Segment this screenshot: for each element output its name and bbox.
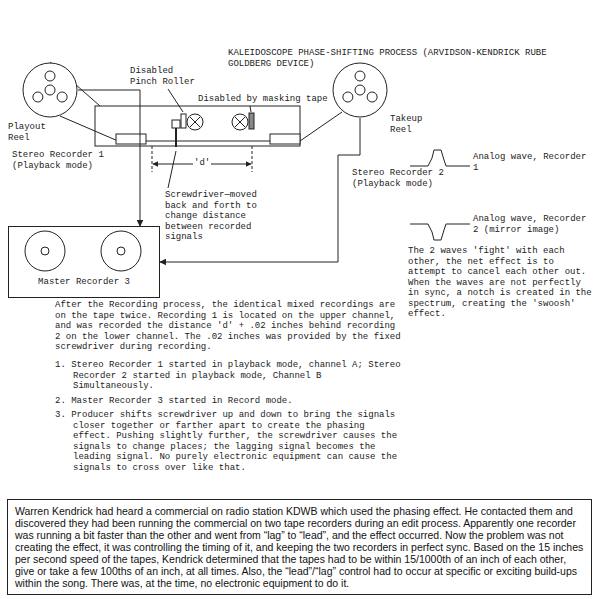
recorder-label: Stereo Recorder 2 (Playback mode): [352, 168, 444, 189]
part-label: Disabled by masking tape: [198, 94, 328, 104]
recorder-label: Master Recorder 3: [9, 277, 159, 288]
analog-wave: [410, 150, 470, 166]
step-text: 2. Master Recorder 3 started in Record m…: [55, 396, 405, 407]
note-box: Warren Kendrick had heard a commercial o…: [7, 499, 592, 595]
callout-note: Screwdriver—moved back and forth to chan…: [165, 190, 257, 242]
leader-line: [250, 106, 251, 112]
note-text: After the Recording process, the identic…: [55, 300, 401, 352]
note-text: Warren Kendrick had heard a commercial o…: [15, 505, 584, 589]
note-text: After the Recording process, the identic…: [55, 300, 405, 353]
callout-note: Screwdriver—moved back and forth to chan…: [165, 190, 257, 243]
capstan-mark: [235, 117, 245, 127]
recorder-label: Stereo Recorder 1 (Playback mode): [12, 150, 104, 171]
dimension-line: [252, 146, 253, 172]
reel-label: Playout Reel: [8, 122, 56, 143]
reel-hole: [57, 92, 67, 102]
screwdriver: [175, 128, 177, 147]
reel-hub: [355, 85, 365, 95]
wave-label: Analog wave, Recorder 1: [473, 152, 595, 173]
capstan: [187, 114, 203, 130]
capstan-mark: [190, 117, 200, 127]
wave-label: Analog wave, Recorder 1: [473, 152, 586, 173]
reel-rim: [25, 231, 65, 271]
playback-head: [270, 134, 300, 144]
dimension-label: 'd': [193, 158, 211, 168]
step-text: 1. Stereo Recorder 1 started in playback…: [55, 360, 401, 391]
reel-label: Takeup Reel: [390, 114, 438, 135]
reel-rim: [23, 63, 77, 117]
master-reels: [9, 227, 159, 275]
reel-rim: [101, 231, 141, 271]
recorder-label: Stereo Recorder 1 (Playback mode): [12, 150, 104, 171]
recorder-label: Stereo Recorder 2 (Playback mode): [352, 168, 448, 189]
step-text: 3. Producer shifts screwdriver up and do…: [55, 410, 405, 473]
reel-outline: [22, 62, 78, 118]
playout-reel: Playout Reel: [22, 62, 78, 118]
reel-hub: [41, 247, 49, 255]
part-label: Disabled Pinch Roller: [130, 66, 195, 87]
leader-line: [168, 151, 176, 188]
note-text: The 2 waves 'fight' with each other, the…: [408, 246, 592, 319]
pinch-roller: [181, 114, 186, 128]
reel-hole: [367, 92, 377, 102]
dimension-line: [152, 146, 153, 172]
dimension-label: 'd': [193, 158, 217, 169]
title-text: KALEIDOSCOPE PHASE-SHIFTING PROCESS (ARV…: [228, 48, 547, 69]
reel-hole: [343, 92, 353, 102]
reel-hub: [117, 247, 125, 255]
tape-deck-frame: [95, 106, 300, 146]
note-text: The 2 waves 'fight' with each other, the…: [408, 246, 596, 320]
analog-wave-mirror: [410, 224, 470, 240]
reel-outline: [332, 62, 388, 118]
signal-arrow: [160, 118, 360, 262]
wave-label: Analog wave, Recorder 2 (mirror image): [473, 214, 595, 235]
step-text: 2. Master Recorder 3 started in Record m…: [55, 396, 293, 406]
wave-label: Analog wave, Recorder 2 (mirror image): [473, 214, 586, 235]
part-label: Disabled by masking tape: [198, 94, 330, 105]
reel-hole: [33, 92, 43, 102]
step-text: 3. Producer shifts screwdriver up and do…: [55, 410, 397, 473]
reel-hole: [355, 71, 365, 81]
reel-hole: [45, 71, 55, 81]
part-label: Disabled Pinch Roller: [130, 66, 200, 87]
leader-line: [168, 89, 183, 112]
diagram-title: KALEIDOSCOPE PHASE-SHIFTING PROCESS (ARV…: [228, 48, 594, 69]
screwdriver-handle: [172, 120, 180, 128]
step-text: 1. Stereo Recorder 1 started in playback…: [55, 360, 405, 392]
capstan: [232, 114, 248, 130]
master-recorder: Master Recorder 3: [8, 226, 160, 298]
reel-rim: [333, 63, 387, 117]
playback-head: [116, 134, 146, 144]
masking-tape: [249, 113, 254, 129]
takeup-reel: Takeup Reel: [332, 62, 388, 118]
reel-hub: [45, 85, 55, 95]
